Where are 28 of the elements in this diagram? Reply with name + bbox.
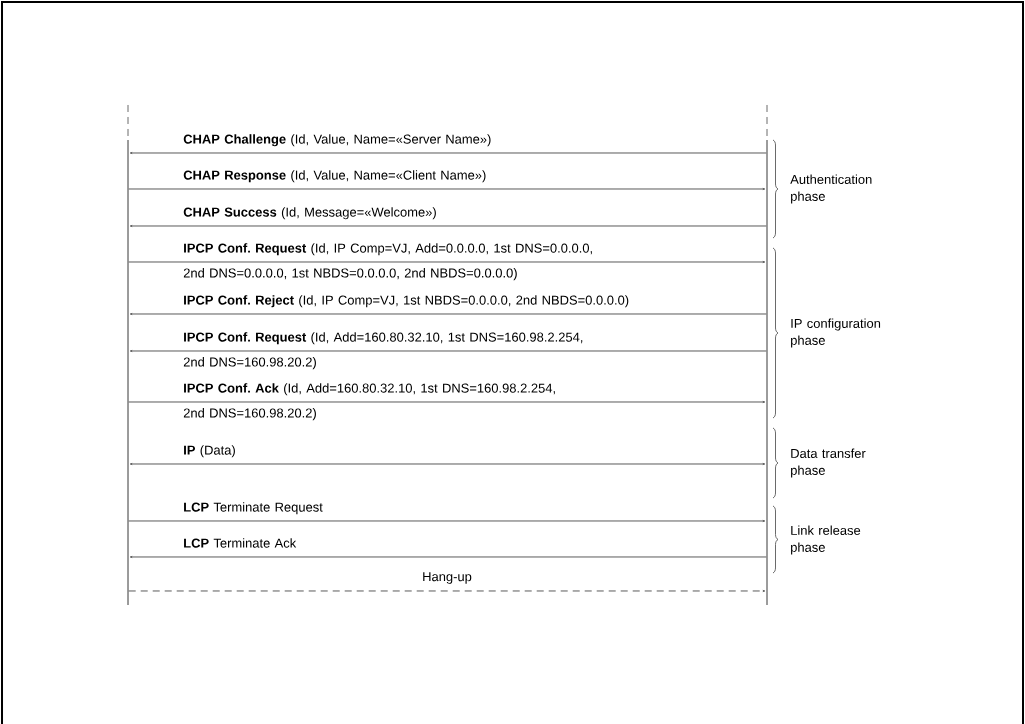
arrow: [129, 151, 767, 154]
arrow: [128, 187, 766, 190]
edge-label: IPCP Conf. Request (Id, Add=160.80.32.10, 1st DNS=160.98.2.254, 2nd DNS=160.98.20.2): [183, 332, 583, 370]
arrow: [128, 400, 766, 403]
arrow: [128, 519, 766, 522]
lifeline: [766, 104, 768, 606]
edge-label: IPCP Conf. Ack (Id, Add=160.80.32.10, 1st DNS=160.98.2.254, 2nd DNS=160.98.20.2): [183, 383, 555, 421]
arrow: [129, 349, 767, 352]
phase-label: Data transfer phase: [791, 448, 866, 478]
phase-label: IP configuration phase: [791, 318, 881, 348]
edge-label: IP (Data): [184, 445, 235, 458]
edge-label: IPCP Conf. Request (Id, IP Comp=VJ, Add=0.0.0.0, 1st DNS=0.0.0.0, 2nd DNS=0.0.0.0, 1st NBDS=0.0.0.0, 2nd NBDS=0.0.0.0): [183, 243, 592, 281]
phase-label: Link release phase: [791, 525, 861, 555]
phase-label: Authentication phase: [790, 174, 872, 204]
arrow: [129, 462, 766, 465]
arrow: [128, 260, 766, 263]
arrow: [129, 555, 767, 558]
edge-label: Hang-up: [423, 572, 472, 584]
edge-label: LCP Terminate Ack: [184, 538, 297, 548]
edge-label: IPCP Conf. Reject (Id, IP Comp=VJ, 1st NBDS=0.0.0.0, 2nd NBDS=0.0.0.0): [184, 295, 629, 308]
edge-label: CHAP Challenge (Id, Value, Name=«Server Name»): [183, 134, 491, 147]
edge-label: LCP Terminate Request: [184, 502, 323, 515]
lifeline: [127, 104, 129, 606]
arrow: [128, 589, 766, 592]
edge-label: CHAP Success (Id, Message=«Welcome»): [183, 207, 436, 220]
edge-label: CHAP Response (Id, Value, Name=«Client Name»): [183, 170, 486, 183]
arrow: [129, 312, 767, 315]
arrow: [129, 224, 767, 227]
